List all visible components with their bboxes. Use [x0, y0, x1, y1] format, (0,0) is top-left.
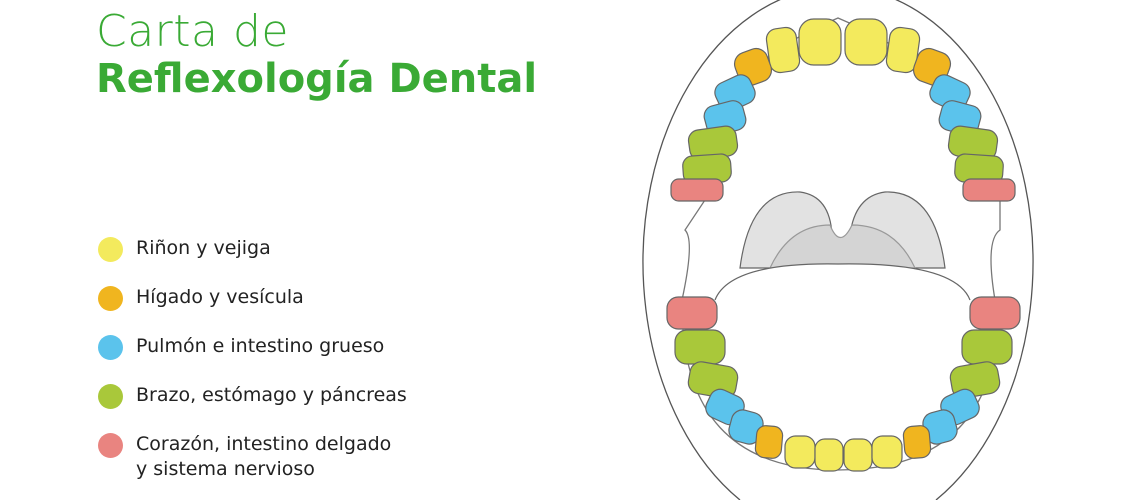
yellow-tooth [814, 438, 844, 472]
orange-tooth [902, 425, 932, 459]
legend-label: Hígado y vesícula [136, 286, 304, 308]
legend-item-stomach: Brazo, estómago y páncreas [98, 383, 407, 432]
teeth [666, 18, 1021, 472]
red-dot-icon [98, 433, 123, 458]
yellow-tooth [798, 18, 842, 66]
yellow-tooth [843, 438, 873, 472]
face-outline [642, 0, 1034, 500]
yellow-tooth [871, 435, 903, 469]
legend-label: Brazo, estómago y páncreas [136, 384, 407, 406]
title-line-2: Reflexología Dental [96, 56, 538, 102]
throat [769, 224, 916, 269]
legend-label-line-1: Corazón, intestino delgado [136, 433, 392, 455]
green-dot-icon [98, 384, 123, 409]
legend-item-heart: Corazón, intestino delgado y sistema nerv… [98, 432, 407, 482]
legend-label: Riñon y vejiga [136, 237, 271, 259]
green-tooth [674, 329, 726, 365]
yellow-tooth [784, 435, 816, 469]
blue-dot-icon [98, 335, 123, 360]
palate [714, 191, 971, 301]
legend-label-line-2: y sistema nervioso [136, 458, 315, 480]
orange-dot-icon [98, 286, 123, 311]
red-tooth [670, 178, 724, 202]
title-line-1: Carta de [96, 6, 289, 57]
orange-tooth [754, 425, 784, 459]
yellow-dot-icon [98, 237, 123, 262]
red-tooth [962, 178, 1016, 202]
legend-item-kidney: Riñon y vejiga [98, 236, 407, 285]
yellow-tooth [885, 26, 921, 74]
yellow-tooth [844, 18, 888, 66]
legend-label: Corazón, intestino delgado y sistema nerv… [136, 432, 391, 482]
red-tooth [969, 296, 1021, 330]
legend-item-liver: Hígado y vesícula [98, 285, 407, 334]
green-tooth [961, 329, 1013, 365]
legend: Riñon y vejiga Hígado y vesícula Pulmón … [98, 236, 407, 482]
legend-label: Pulmón e intestino grueso [136, 335, 385, 357]
tongue [714, 263, 971, 301]
legend-item-lung: Pulmón e intestino grueso [98, 334, 407, 383]
red-tooth [666, 296, 718, 330]
yellow-tooth [765, 26, 801, 74]
